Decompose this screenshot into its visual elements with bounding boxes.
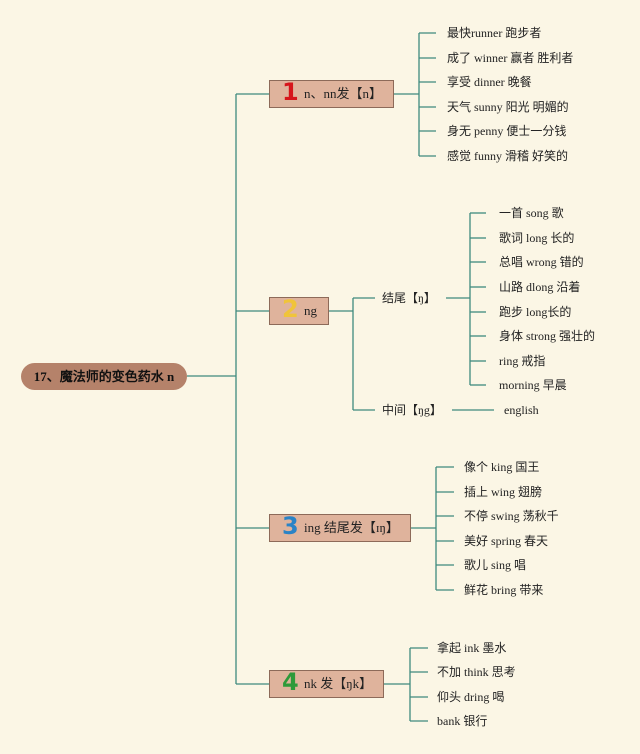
leaf-4-4: bank 银行 [437,714,488,728]
branch-2-node: 2 ng [269,295,329,325]
leaf-1-1: 最快runner 跑步者 [447,26,542,40]
branch-1-label: n、nn发【n】 [304,86,383,101]
leaf-1-5: 身无 penny 便士一分钱 [447,124,567,138]
leaf-4-3: 仰头 dring 喝 [437,690,505,704]
leaf-3-6: 鲜花 bring 带来 [464,583,544,597]
leaf-4-1: 拿起 ink 墨水 [437,641,507,655]
leaf-1-2: 成了 winner 赢者 胜利者 [447,51,574,65]
leaf-3-4: 美好 spring 春天 [464,534,549,548]
leaf-2-1: 一首 song 歌 [499,206,564,220]
leaf-2-4: 山路 dlong 沿着 [499,280,581,294]
leaf-4-2: 不加 think 思考 [437,665,516,679]
number-badge-3: 3 [282,512,299,540]
branch-2-label: ng [304,303,317,318]
leaf-2-middle-1: english [504,403,539,417]
leaf-3-1: 像个 king 国王 [464,460,540,474]
sub-node-middle: 中间【ŋg】 [382,403,442,417]
branch-1-node: 1 n、nn发【n】 [269,78,394,108]
leaf-2-6: 身体 strong 强壮的 [499,329,596,343]
leaf-2-2: 歌词 long 长的 [499,231,575,245]
number-badge-2: 2 [282,295,299,323]
sub-node-ending: 结尾【ŋ】 [382,291,436,305]
branch-3-label: ing 结尾发【ɪŋ】 [304,520,399,535]
leaf-3-2: 插上 wing 翅膀 [464,485,543,499]
number-badge-4: 4 [282,668,299,696]
branch-4-label: nk 发【ŋk】 [304,676,373,691]
branch-3-node: 3 ing 结尾发【ɪŋ】 [269,512,411,542]
leaf-2-7: ring 戒指 [499,354,546,368]
branch-4-node: 4 nk 发【ŋk】 [269,668,384,698]
leaf-2-3: 总唱 wrong 错的 [499,255,584,269]
leaf-1-4: 天气 sunny 阳光 明媚的 [447,100,569,114]
number-badge-1: 1 [282,78,299,106]
leaf-1-6: 感觉 funny 滑稽 好笑的 [447,149,568,163]
leaf-3-3: 不停 swing 荡秋千 [464,509,559,523]
leaf-1-3: 享受 dinner 晚餐 [447,75,532,89]
leaf-3-5: 歌儿 sing 唱 [464,558,527,572]
root-node: 17、魔法师的变色药水 n [21,363,187,390]
leaf-2-5: 跑步 long长的 [499,305,572,319]
leaf-2-8: morning 早晨 [499,378,567,392]
